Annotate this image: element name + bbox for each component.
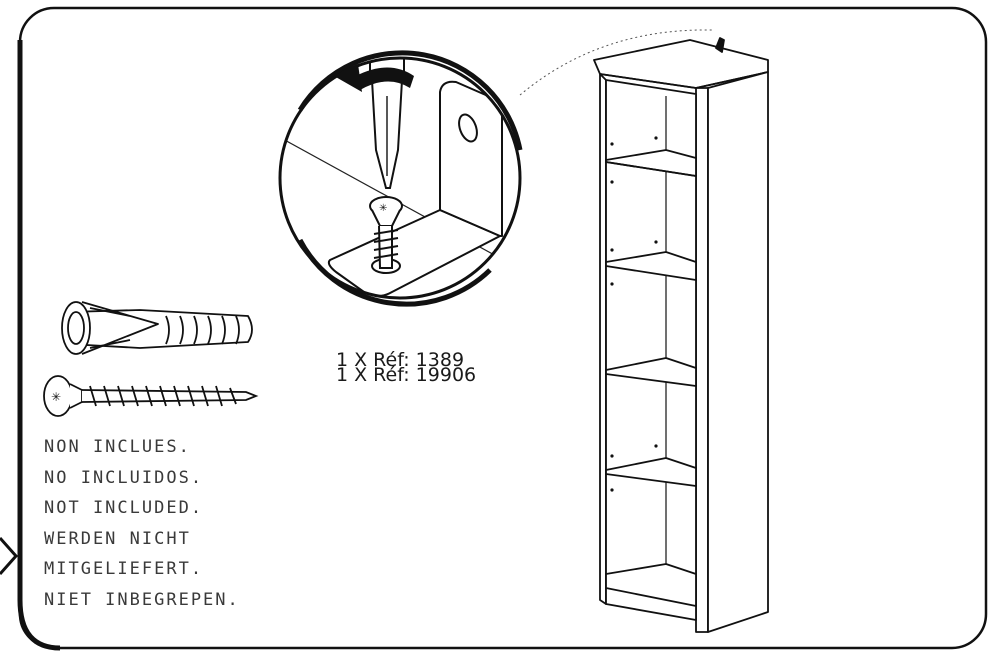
rotate-arrow-icon xyxy=(334,64,414,92)
notice-line-nl: NIET INBEGREPEN. xyxy=(44,589,240,610)
svg-text:✳: ✳ xyxy=(379,203,387,214)
screw-icon: ✳ xyxy=(369,196,403,269)
notice-line-fr: NON INCLUES. xyxy=(44,437,191,457)
svg-text:✳: ✳ xyxy=(51,390,61,404)
reference-screw: 1 X Réf: 19906 xyxy=(336,364,477,386)
bookcase-icon xyxy=(593,37,769,633)
frame-thick-edge xyxy=(17,40,61,651)
notice-line-de-1: WERDEN NICHT xyxy=(44,528,191,549)
wall-plug-icon xyxy=(61,301,253,355)
notice-line-de-2: MITGELIEFERT. xyxy=(44,559,204,580)
screwdriver-icon xyxy=(369,58,405,189)
not-included-notice: NON INCLUES. NO INCLUIDOS. NOT INCLUDED.… xyxy=(44,432,240,616)
notice-line-es: NO INCLUIDOS. xyxy=(44,467,204,488)
l-bracket-icon xyxy=(327,80,503,297)
reference-plug: 1 X Réf: 1389 xyxy=(336,349,465,371)
screw-icon: ✳ xyxy=(43,375,259,417)
step-pointer-icon xyxy=(0,537,19,575)
zoom-detail: ✳ xyxy=(278,50,523,307)
notice-line-en: NOT INCLUDED. xyxy=(44,498,204,519)
detail-leader-line xyxy=(519,29,713,96)
